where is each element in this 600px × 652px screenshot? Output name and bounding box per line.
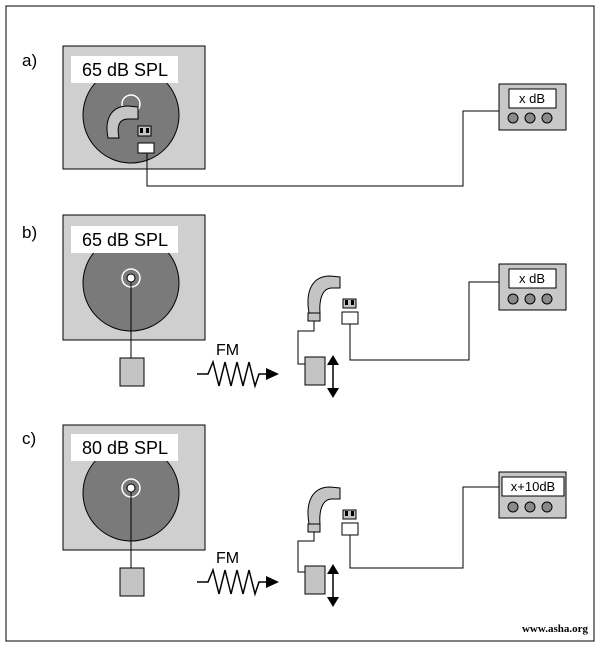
panel-b-fm-receiver xyxy=(304,356,326,386)
panel-b-meter-reading: x dB xyxy=(519,271,545,286)
panel-a-hearing-aid xyxy=(106,105,139,139)
panel-a-meter-button-3 xyxy=(541,112,553,124)
panel-b-meter-button-3 xyxy=(541,293,553,305)
panel-a-meter-display xyxy=(508,88,557,109)
panel-a-coupler-mic xyxy=(137,142,155,154)
panel-b-meter-display xyxy=(508,268,557,289)
panel-c-hearing-aid xyxy=(307,486,341,525)
panel-c-coupler-mic xyxy=(341,522,359,536)
panel-c-meter-reading: x+10dB xyxy=(511,479,555,494)
panel-b-meter-button-1 xyxy=(507,293,519,305)
panel-c-fm-arrowhead xyxy=(266,576,279,588)
panel-c-spl-text: 80 dB SPL xyxy=(82,438,168,458)
panel-a-spl-box xyxy=(71,56,178,83)
panel-b-fm-transmitter xyxy=(119,357,145,387)
panel-c: c) 80 dB SPL FM x+10dB xyxy=(22,424,567,607)
panel-a-spl-text: 65 dB SPL xyxy=(82,60,168,80)
panel-c-receiver-cable xyxy=(297,532,315,573)
panel-c-fm-wave xyxy=(197,567,266,597)
panel-c-hearing-aid-shoe xyxy=(307,523,321,533)
panel-c-cable xyxy=(349,486,499,569)
panel-b-spl-box xyxy=(71,226,178,253)
panel-a: a) 65 dB SPL x dB xyxy=(22,45,567,187)
panel-a-cable xyxy=(146,110,499,187)
panel-b: b) 65 dB SPL FM x dB xyxy=(22,214,567,398)
panel-b-fm-wave xyxy=(197,359,266,389)
panel-a-label: a) xyxy=(22,51,37,70)
panel-c-fm-transmitter xyxy=(119,567,145,597)
panel-b-fm-mic xyxy=(126,273,136,283)
panel-c-fm-mic xyxy=(126,483,136,493)
panel-b-coupler xyxy=(342,298,357,309)
panel-b-hearing-aid-shoe xyxy=(307,312,321,322)
panel-b-hearing-aid xyxy=(307,275,341,314)
panel-b-fm-arrowhead xyxy=(266,368,279,380)
panel-c-label: c) xyxy=(22,429,36,448)
panel-c-meter-button-3 xyxy=(541,501,553,513)
panel-a-meter-button-1 xyxy=(507,112,519,124)
panel-a-meter-reading: x dB xyxy=(519,91,545,106)
panel-a-meter-button-2 xyxy=(524,112,536,124)
panel-b-fm-label: FM xyxy=(216,342,239,359)
panel-c-meter-button-1 xyxy=(507,501,519,513)
panel-a-coupler xyxy=(137,125,152,137)
panel-b-label: b) xyxy=(22,223,37,242)
panel-c-meter-display xyxy=(501,476,565,497)
panel-b-receiver-cable xyxy=(297,321,315,365)
panel-c-fm-receiver xyxy=(304,565,326,595)
panel-c-meter-button-2 xyxy=(524,501,536,513)
panel-c-coupler xyxy=(342,509,357,520)
panel-c-spl-box xyxy=(71,434,178,461)
footer-credit: www.asha.org xyxy=(522,623,589,635)
panel-b-cable xyxy=(349,281,499,361)
panel-c-fm-label: FM xyxy=(216,550,239,567)
panel-b-spl-text: 65 dB SPL xyxy=(82,230,168,250)
panel-b-coupler-mic xyxy=(341,311,359,325)
panel-b-meter-button-2 xyxy=(524,293,536,305)
